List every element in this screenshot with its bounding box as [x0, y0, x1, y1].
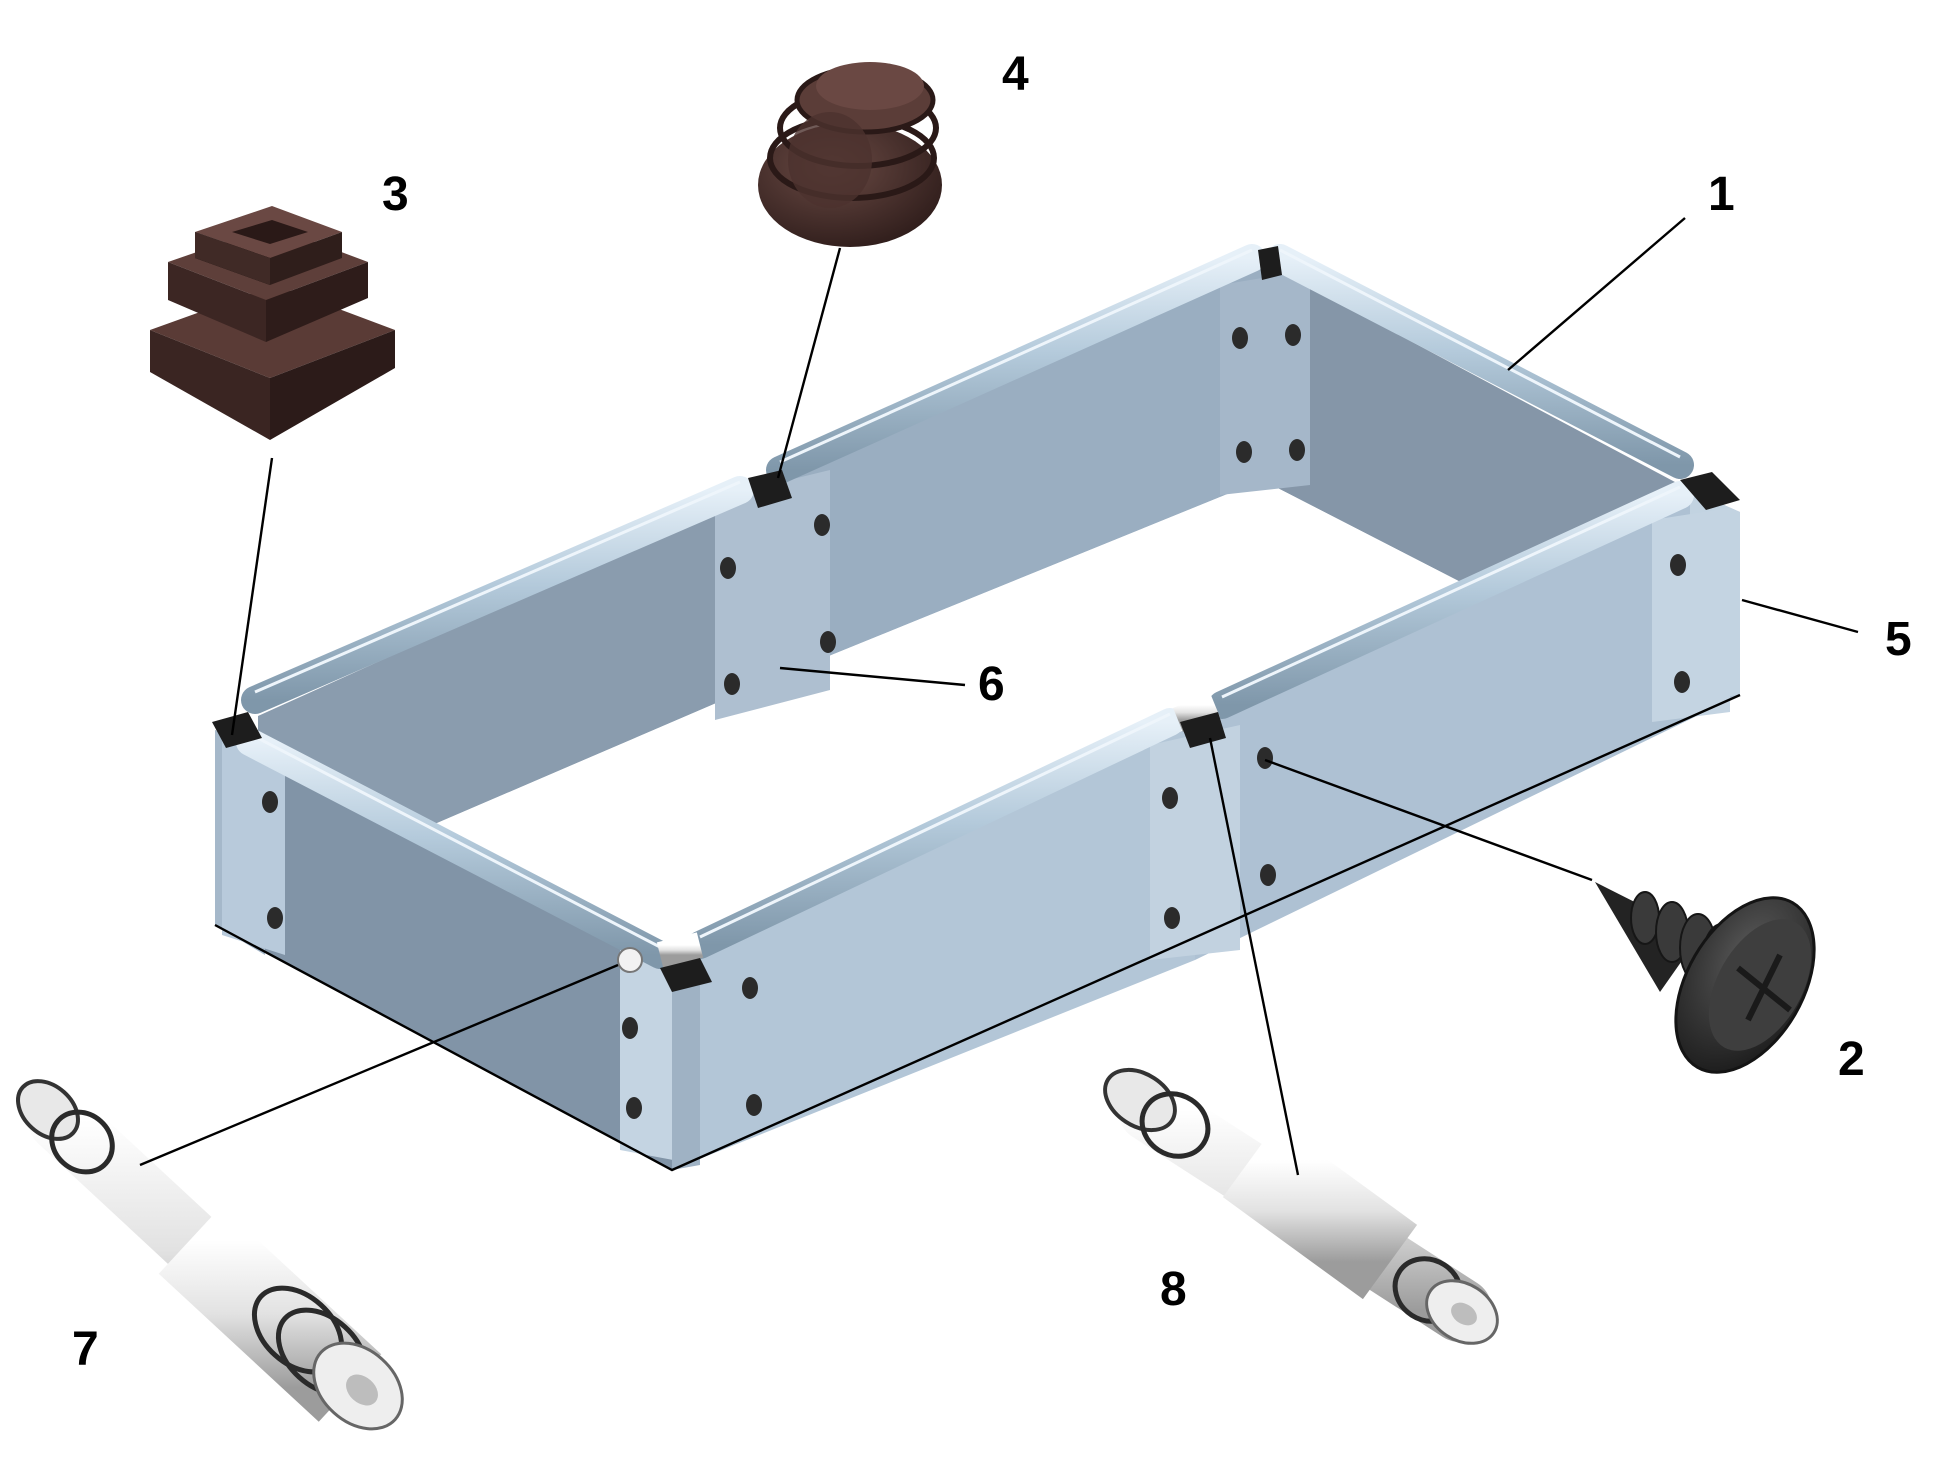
leader-7: [139, 963, 619, 1167]
rail-back-left: [241, 476, 754, 714]
rail-front-left: [686, 708, 1184, 959]
joint-plate-back-right: [1220, 270, 1310, 495]
callout-5: 5: [1885, 613, 1912, 666]
rail-front-right: [1208, 481, 1694, 719]
connector-end: [617, 947, 643, 973]
top-rails: [236, 244, 1694, 973]
corner-caps: [212, 246, 1740, 992]
panel-screws: [262, 324, 1690, 1119]
rail-left-end: [236, 728, 674, 969]
cap-left: [212, 712, 262, 748]
back-panel-left: [258, 485, 770, 900]
joint-plate-right-end: [1652, 508, 1730, 722]
leader-4: [776, 247, 842, 479]
part-7-connector-pin: [16, 1079, 404, 1431]
leader-1: [1507, 217, 1686, 371]
callout-4: 4: [1002, 48, 1029, 101]
callout-numbers: 1 2 3 4 5 6 7 8: [72, 48, 1912, 1376]
joint-plate-front: [1150, 725, 1240, 960]
part-3-square-end-cap: [150, 206, 395, 440]
part-2-screw: [1595, 882, 1816, 1074]
leader-8: [1208, 737, 1300, 1176]
planter-frame: [212, 244, 1741, 1172]
leader-6: [779, 666, 966, 687]
callout-7: 7: [72, 1323, 99, 1376]
part-8-connector-pin: [1103, 1067, 1499, 1345]
rail-connector-front: [1173, 692, 1220, 733]
front-panel-left: [672, 725, 1195, 1170]
cap-back-right: [1258, 246, 1282, 280]
callout-3: 3: [382, 168, 409, 221]
callout-8: 8: [1160, 1263, 1187, 1316]
part-4-round-end-cap: [758, 62, 942, 247]
corner-post-front-left-edge: [672, 955, 700, 1170]
callout-1: 1: [1708, 168, 1735, 221]
joint-plate-back: [715, 470, 830, 720]
back-panel-right: [770, 262, 1262, 680]
rail-connector-corner: [656, 932, 704, 968]
leader-lines: [139, 217, 1859, 1176]
leader-3: [230, 457, 274, 736]
left-end-panel: [215, 730, 672, 1170]
callout-6: 6: [978, 658, 1005, 711]
front-panel-right: [1195, 490, 1740, 960]
cap-back: [748, 470, 792, 508]
leader-2: [1264, 758, 1593, 882]
rail-back-end: [1266, 244, 1694, 479]
cap-front-corner: [660, 958, 712, 992]
cap-front: [1180, 712, 1226, 748]
callout-2: 2: [1838, 1033, 1865, 1086]
rail-back-right: [766, 244, 1266, 484]
cap-right: [1680, 472, 1740, 510]
leader-5: [1741, 598, 1859, 634]
